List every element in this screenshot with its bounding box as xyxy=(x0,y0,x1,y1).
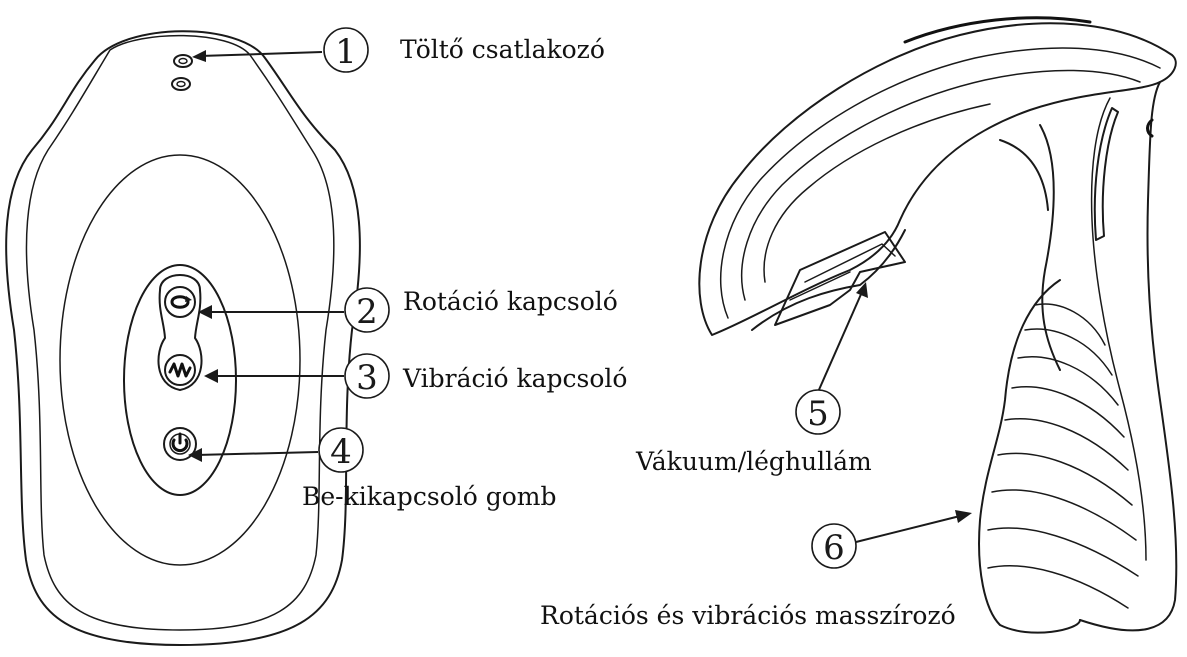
callout-1: 1 Töltő csatlakozó xyxy=(192,28,605,72)
label-vacuum-airwave: Vákuum/léghullám xyxy=(635,447,872,476)
vibration-wave-icon xyxy=(170,364,190,376)
label-vibration-switch: Vibráció kapcsoló xyxy=(402,364,627,393)
callout-number-4: 4 xyxy=(330,432,352,472)
rotation-button xyxy=(165,287,195,317)
label-rotation-vibration-massager: Rotációs és vibrációs masszírozó xyxy=(540,601,956,630)
callout-number-2: 2 xyxy=(356,292,378,332)
device-side-view xyxy=(699,18,1176,633)
callout-5: 5 Vákuum/léghullám xyxy=(635,282,872,476)
callout-2: 2 Rotáció kapcsoló xyxy=(198,287,618,332)
power-icon xyxy=(173,434,187,451)
label-charging-port: Töltő csatlakozó xyxy=(400,35,605,64)
charging-port-icon xyxy=(172,55,192,90)
callout-4: 4 Be-kikapcsoló gomb xyxy=(188,428,556,511)
label-power-button: Be-kikapcsoló gomb xyxy=(302,482,556,511)
callout-number-5: 5 xyxy=(807,394,829,434)
callout-number-6: 6 xyxy=(823,528,845,568)
callout-number-3: 3 xyxy=(356,358,378,398)
callout-3: 3 Vibráció kapcsoló xyxy=(204,354,627,398)
device-front-view xyxy=(6,31,360,645)
callout-6: 6 Rotációs és vibrációs masszírozó xyxy=(540,510,972,630)
rotation-icon xyxy=(172,296,192,307)
callout-number-1: 1 xyxy=(335,32,357,72)
label-rotation-switch: Rotáció kapcsoló xyxy=(403,287,618,316)
